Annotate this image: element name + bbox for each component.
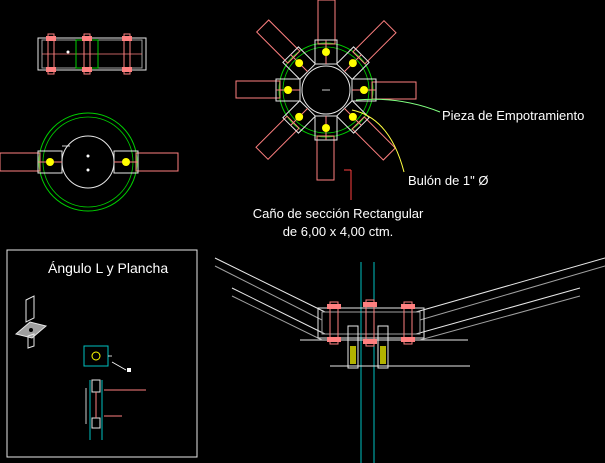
bolt-icon (82, 33, 92, 75)
plate-plan (83, 345, 131, 372)
eight-arm-hub-plan-view (235, 0, 417, 181)
angle-plate-isometric (14, 295, 48, 349)
label-cano-line2: de 6,00 x 4,00 ctm. (283, 224, 394, 239)
side-elevation-view (37, 33, 147, 75)
inset-angle-plate: Ángulo L y Plancha (6, 249, 198, 458)
inset-title: Ángulo L y Plancha (48, 260, 168, 276)
connection-elevation-view (214, 257, 605, 463)
label-bulon: Bulón de 1" Ø (408, 173, 489, 188)
two-arm-plan-view (0, 112, 179, 212)
bolt-icon (122, 33, 132, 75)
bolt-icon (46, 33, 56, 75)
leader-lines (344, 98, 441, 200)
label-cano-line1: Caño de sección Rectangular (253, 206, 424, 221)
bolt-icon (401, 301, 415, 345)
bolt-icon (122, 158, 130, 166)
bolt-icon (363, 299, 377, 347)
bolt-icon (46, 158, 54, 166)
angle-side-elevation (85, 379, 146, 440)
bolt-icon (327, 301, 341, 345)
label-pieza-empotramiento: Pieza de Empotramiento (442, 108, 584, 123)
